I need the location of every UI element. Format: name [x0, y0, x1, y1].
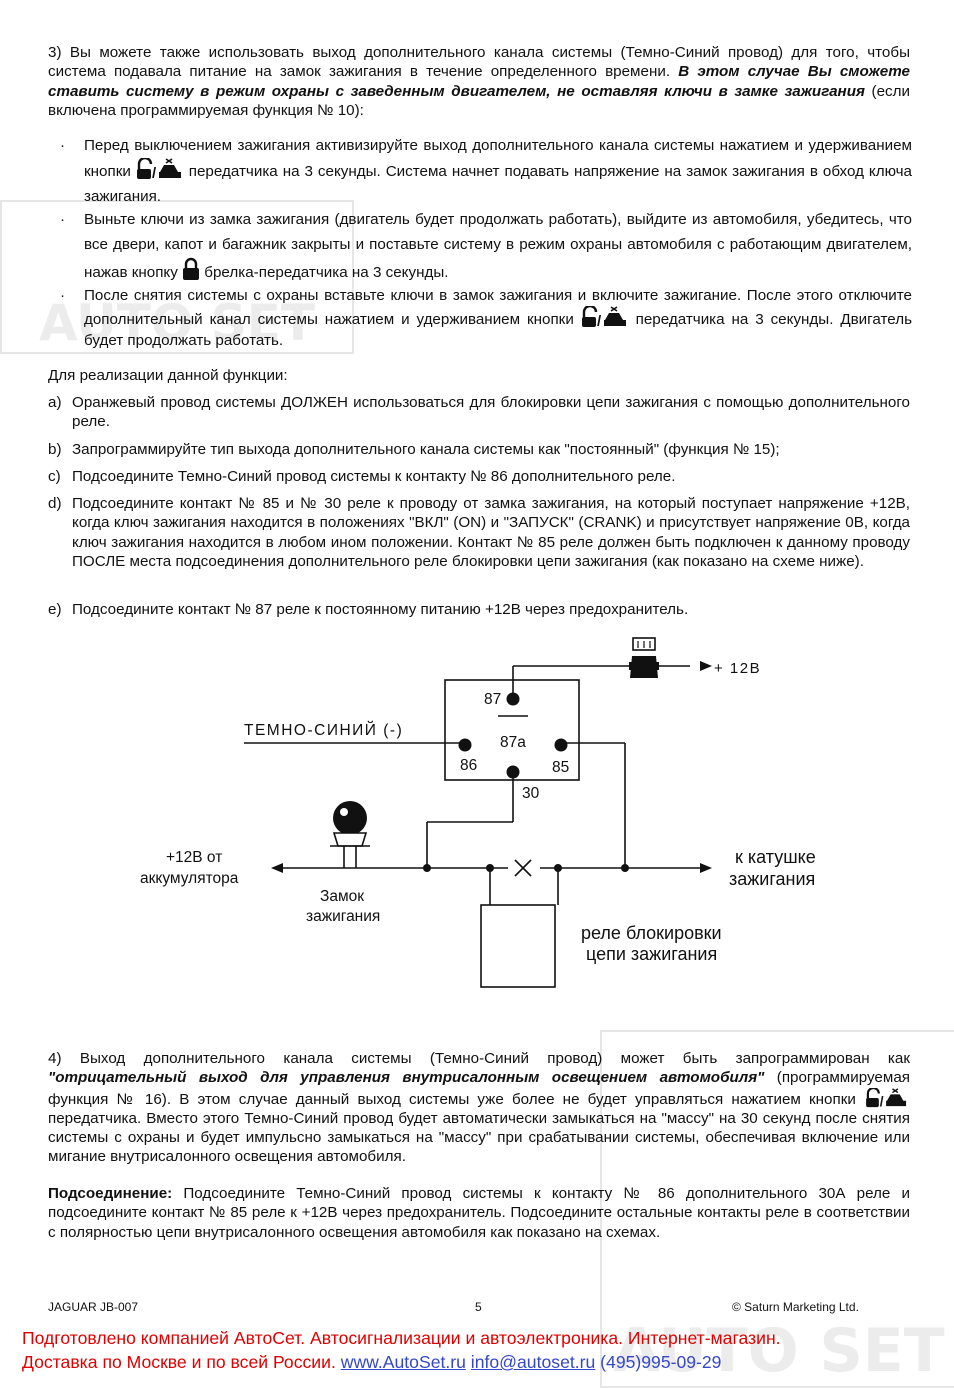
arrow-right-icon	[700, 661, 712, 671]
pin-87a-label: 87a	[500, 734, 526, 751]
watermark-text: AUTO SET	[613, 1316, 945, 1386]
unlock-car-icon: /	[581, 306, 626, 328]
step-letter: b)	[48, 441, 62, 458]
watermark-text: AUTO SET	[38, 294, 316, 352]
ignition-switch-label: Замок	[320, 888, 364, 905]
section4-mid: (программируемая функция № 16). В этом с…	[48, 1069, 910, 1108]
step-item: e) Подсоедините контакт № 87 реле к посто…	[48, 600, 910, 619]
intro-emphasis: В этом случае Вы сможете ставить систему…	[48, 63, 910, 100]
bullet-mark: ·	[60, 137, 66, 154]
bullet-text: передатчика на 3 секунды. Система начнет…	[84, 163, 912, 205]
step-text: Запрограммируйте тип выхода дополнительн…	[72, 441, 780, 458]
step-item: a) Оранжевый провод системы ДОЛЖЕН исполь…	[48, 393, 910, 432]
ignition-switch-label: зажигания	[306, 908, 380, 925]
bullet-text: брелка-передатчика на 3 секунды.	[200, 264, 449, 281]
svg-text:/: /	[880, 1094, 884, 1108]
lock-icon	[183, 257, 200, 280]
pin-86	[458, 738, 472, 752]
junction-dot	[554, 864, 562, 872]
step-text: Подсоедините Темно-Синий провод системы …	[72, 468, 676, 485]
battery-label: аккумулятора	[140, 870, 239, 887]
pin-86-label: 86	[460, 757, 477, 774]
pin-85	[554, 738, 568, 752]
section4-intro: 4) Выход дополнительного канала системы …	[48, 1050, 910, 1067]
dark-blue-wire-label: ТЕМНО-СИНИЙ (-)	[244, 721, 403, 739]
email-link[interactable]: info@autoset.ru	[470, 1352, 596, 1372]
coil-label: зажигания	[729, 869, 815, 889]
footer-model: JAGUAR JB-007	[48, 1300, 139, 1314]
junction-dot	[423, 864, 431, 872]
pin-30-label: 30	[522, 785, 540, 802]
pin-87-label: 87	[484, 691, 501, 708]
phone-number: (495)995-09-29	[600, 1352, 722, 1372]
watermark-logo-left: AUTO SET	[0, 200, 354, 354]
section4-emphasis: "отрицательный выход для управления внут…	[48, 1069, 765, 1087]
step-letter: a)	[48, 394, 62, 411]
intro-text: 3) Вы можете также использовать выход до…	[48, 44, 910, 81]
step-letter: c)	[48, 468, 61, 485]
relay-box	[444, 679, 580, 781]
bullet-item: · Выньте ключи из замка зажигания (двига…	[60, 207, 912, 285]
plus12-label: + 12В	[714, 660, 761, 677]
connection-label: Подсоединение:	[48, 1185, 173, 1202]
ignition-switch-icon	[330, 801, 370, 847]
pin-87	[506, 692, 520, 706]
intro-text-end: (если включена программируемая функция №…	[48, 82, 910, 119]
bullet-text: После снятия системы с охраны вставьте к…	[84, 287, 912, 328]
svg-text:/: /	[152, 165, 157, 180]
step-item: c) Подсоедините Темно-Синий провод систем…	[48, 467, 910, 486]
arrow-right-icon	[700, 863, 712, 873]
connection-text: Подсоедините Темно-Синий провод системы …	[48, 1185, 910, 1241]
website-link[interactable]: www.AutoSet.ru	[340, 1352, 466, 1372]
section4-end: передатчика. Вместо этого Темно-Синий пр…	[48, 1109, 910, 1166]
bullet-item: · Перед выключением зажигания активизиру…	[60, 133, 912, 209]
page-number: 5	[475, 1300, 482, 1314]
promo-text: Доставка по Москве и по всей России.	[22, 1352, 341, 1372]
unlock-car-icon: /	[866, 1087, 907, 1108]
junction-dot	[621, 864, 629, 872]
function-heading: Для реализации данной функции:	[48, 367, 288, 384]
bullet-text: Перед выключением зажигания активизируйт…	[84, 137, 912, 180]
footer-copyright: © Saturn Marketing Ltd.	[732, 1300, 859, 1314]
step-text: Подсоедините контакт № 87 реле к постоян…	[72, 601, 689, 618]
block-relay	[480, 904, 556, 988]
section3-intro: 3) Вы можете также использовать выход до…	[48, 43, 910, 120]
arrow-left-icon	[271, 863, 283, 873]
connection-paragraph: Подсоединение: Подсоедините Темно-Синий …	[48, 1184, 910, 1242]
step-text: Подсоедините контакт № 85 и № 30 реле к …	[72, 495, 910, 570]
pin-85-label: 85	[552, 759, 569, 776]
watermark-logo-right: AUTO SET	[600, 1030, 954, 1388]
step-item: b) Запрограммируйте тип выхода дополнител…	[48, 440, 910, 459]
step-letter: d)	[48, 495, 62, 512]
promo-line-1: Подготовлено компанией АвтоСет. Автосигн…	[22, 1328, 781, 1348]
bullet-item: · После снятия системы с охраны вставьте…	[60, 285, 912, 351]
step-text: Оранжевый провод системы ДОЛЖЕН использо…	[72, 394, 910, 431]
bullet-mark: ·	[60, 211, 66, 228]
block-relay-label: цепи зажигания	[586, 944, 717, 964]
battery-label: +12В от	[166, 849, 222, 866]
bullet-mark: ·	[60, 287, 66, 304]
bullet-text: передатчика на 3 секунды. Двигатель буде…	[84, 311, 912, 349]
step-letter: e)	[48, 601, 62, 618]
junction-dot	[486, 864, 494, 872]
step-item: d) Подсоедините контакт № 85 и № 30 реле …	[48, 494, 910, 571]
pin-30	[506, 765, 520, 779]
unlock-car-icon: /	[136, 158, 181, 180]
bullet-text: Выньте ключи из замка зажигания (двигате…	[84, 211, 912, 281]
svg-text:/: /	[597, 313, 602, 328]
coil-label: к катушке	[735, 847, 816, 867]
promo-line-2: Доставка по Москве и по всей России. www…	[22, 1350, 942, 1374]
fuse-icon	[629, 637, 659, 678]
block-relay-label: реле блокировки	[581, 923, 722, 943]
section4-text: 4) Выход дополнительного канала системы …	[48, 1049, 910, 1167]
